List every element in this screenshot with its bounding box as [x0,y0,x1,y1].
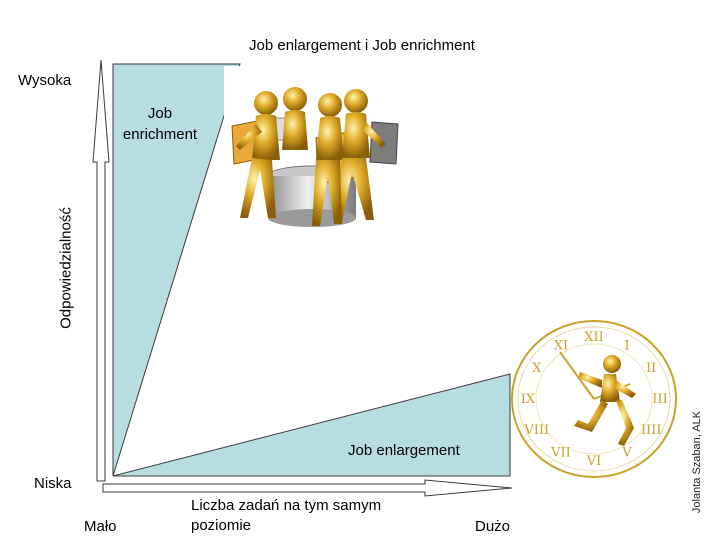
x-axis-low-label: Mało [84,518,117,535]
y-axis-title: Odpowiedzialność [57,207,75,329]
x-axis-high-label: Dużo [475,518,511,535]
enlargement-label: Job enlargement [348,442,460,459]
enrichment-label-line1: Job [147,105,173,122]
clock-numeral: IX [521,392,536,407]
y-axis-high-label: Wysoka [18,72,72,89]
clock-numeral: VI [586,454,602,469]
diagram-title: Job enlargement i Job enrichment [249,37,475,54]
clock-numeral: VII [550,446,571,461]
clock-numeral: IIII [641,423,662,438]
enrichment-region [112,63,241,477]
clock-numeral: II [646,361,656,376]
clock-numeral: X [532,361,542,376]
x-axis-arrow [102,479,513,497]
x-axis-title-line2: poziomie [191,517,252,534]
clock-numeral: I [624,338,629,353]
y-axis-arrow [92,59,110,482]
author-credit: Jolanta Szaban, ALK [691,410,703,514]
clock-numeral: V [621,446,632,461]
x-axis-title-line1: Liczba zadań na tym samym [191,497,382,514]
gold-figures-illustration [224,66,420,232]
enlargement-region [112,373,511,477]
clock-numeral: VIII [523,423,549,438]
clock-numeral: XII [584,330,604,345]
clock-numeral: XI [554,338,568,353]
enrichment-label-line2: enrichment [122,126,198,143]
clock-numeral: III [652,392,667,407]
y-axis-low-label: Niska [34,475,72,492]
